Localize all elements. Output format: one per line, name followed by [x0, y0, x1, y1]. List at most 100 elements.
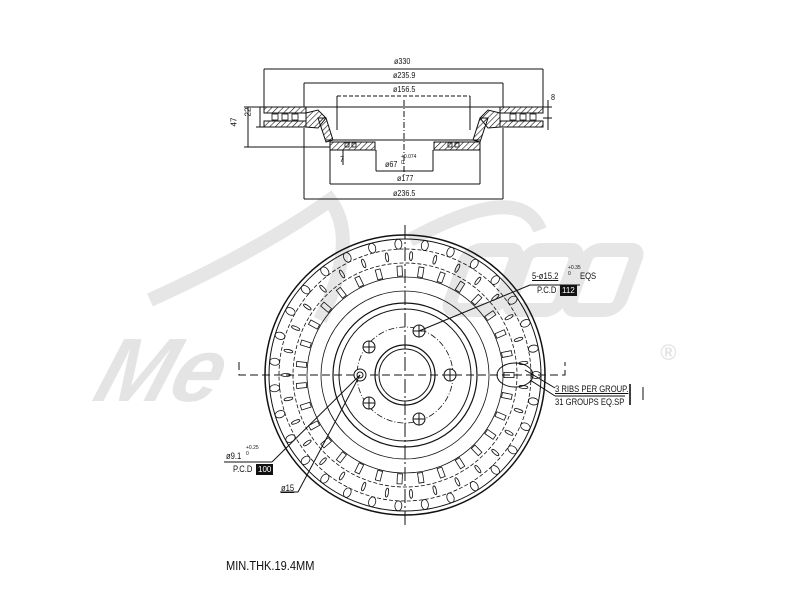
- rib-element: [436, 271, 446, 284]
- dim-disc-thickness: 22: [243, 107, 253, 117]
- dim-hat-bottom-diameter: ø177: [397, 174, 414, 183]
- cooling-ribs: [269, 238, 542, 512]
- rib-element: [303, 303, 312, 311]
- rib-element: [320, 301, 333, 313]
- rib-element: [500, 350, 513, 358]
- rib-element: [490, 465, 500, 475]
- rib-element: [513, 408, 524, 413]
- rib-element: [274, 410, 286, 419]
- rib-element: [320, 473, 330, 484]
- rib-element: [500, 392, 513, 400]
- callout-ribs-per-group: 3 RIBS PER GROUP.: [555, 384, 628, 394]
- rib-element: [354, 462, 365, 475]
- ribs-per-group-text: 3 RIBS PER GROUP.: [555, 384, 629, 394]
- rib-element: [494, 329, 507, 339]
- rib-element: [490, 275, 500, 285]
- rib-element: [409, 251, 413, 262]
- rib-element: [283, 348, 294, 354]
- rib-element: [319, 284, 327, 293]
- rib-element: [338, 471, 346, 481]
- rib-element: [504, 314, 514, 321]
- rib-element: [469, 481, 479, 492]
- min-thickness-note: MIN.THK.19.4MM: [226, 558, 315, 573]
- rib-element: [491, 448, 500, 457]
- dim-outer-diameter: ø330: [394, 57, 411, 66]
- rib-element: [507, 445, 518, 455]
- dim-center-bore: ø67: [385, 160, 398, 169]
- rib-element: [520, 422, 531, 431]
- rib-element: [454, 477, 461, 487]
- rib-element: [469, 258, 479, 269]
- callout-locating-hole: ø9.1: [226, 451, 242, 461]
- rib-element: [507, 295, 518, 305]
- rib-element: [384, 252, 390, 263]
- rib-element: [361, 481, 367, 492]
- rib-element: [274, 331, 286, 340]
- rib-element: [335, 286, 347, 299]
- rib-element: [484, 428, 497, 440]
- dim-center-bore-tol-lower: 0: [401, 160, 404, 166]
- dim-hat-flange-thickness: 7: [340, 155, 345, 164]
- rib-element: [470, 444, 483, 457]
- rib-element: [269, 384, 281, 393]
- dim-total-height: 47: [229, 117, 239, 127]
- rib-element: [436, 466, 446, 479]
- wheel-bolt-eqs: EQS: [580, 271, 597, 281]
- rib-element: [409, 488, 413, 499]
- rib-element: [470, 293, 483, 306]
- rib-element: [530, 371, 542, 379]
- rib-element: [299, 339, 312, 349]
- rib-element: [320, 266, 330, 277]
- dim-hat-outer-diameter: ø236.5: [393, 189, 416, 198]
- rib-element: [299, 401, 312, 411]
- rib-element: [520, 319, 531, 328]
- rib-element: [474, 276, 482, 285]
- rib-element: [354, 275, 365, 288]
- dim-friction-inner-diameter: ø235.9: [393, 71, 416, 80]
- rib-element: [374, 469, 384, 482]
- wheel-bolt-tol-lower: 0: [568, 271, 571, 277]
- rib-element: [343, 252, 352, 263]
- rib-element: [503, 372, 515, 378]
- rib-element: [295, 382, 308, 389]
- rib-element: [338, 269, 346, 279]
- counterbore-text: ø15: [281, 483, 295, 493]
- wheel-bolt-tol-upper: +0.35: [568, 265, 581, 271]
- rib-element: [307, 319, 321, 330]
- rib-element: [394, 238, 403, 250]
- rib-element: [454, 280, 466, 293]
- rib-element: [396, 265, 403, 277]
- rib-element: [420, 240, 429, 251]
- rib-element: [368, 242, 377, 254]
- rib-element: [527, 344, 539, 353]
- rib-element: [335, 451, 347, 464]
- rib-element: [307, 420, 321, 431]
- rib-element: [343, 487, 352, 498]
- rib-element: [281, 373, 291, 377]
- rib-element: [291, 325, 301, 331]
- rib-element: [474, 465, 482, 474]
- dim-center-bore-tol-upper: +0.074: [401, 154, 417, 160]
- rib-element: [513, 337, 524, 342]
- rib-element: [396, 473, 403, 485]
- rib-element: [384, 487, 390, 498]
- rib-element: [454, 263, 461, 273]
- rib-element: [283, 396, 294, 402]
- rib-element: [494, 411, 507, 421]
- rib-element: [484, 310, 497, 322]
- locating-tol-lower: 0: [246, 451, 249, 457]
- rib-element: [454, 457, 466, 470]
- disc-section-hatch: [263, 106, 544, 151]
- rib-element: [417, 266, 425, 278]
- rib-element: [295, 361, 308, 368]
- rib-element: [300, 455, 311, 465]
- wheel-pcd-value: 112: [560, 285, 577, 296]
- rib-element: [417, 472, 425, 484]
- rib-element: [303, 439, 312, 447]
- rib-element: [527, 397, 539, 406]
- side-section-view: [244, 68, 552, 200]
- rib-element: [300, 285, 311, 295]
- rib-element: [368, 496, 377, 508]
- callout-counterbore: ø15: [281, 483, 294, 493]
